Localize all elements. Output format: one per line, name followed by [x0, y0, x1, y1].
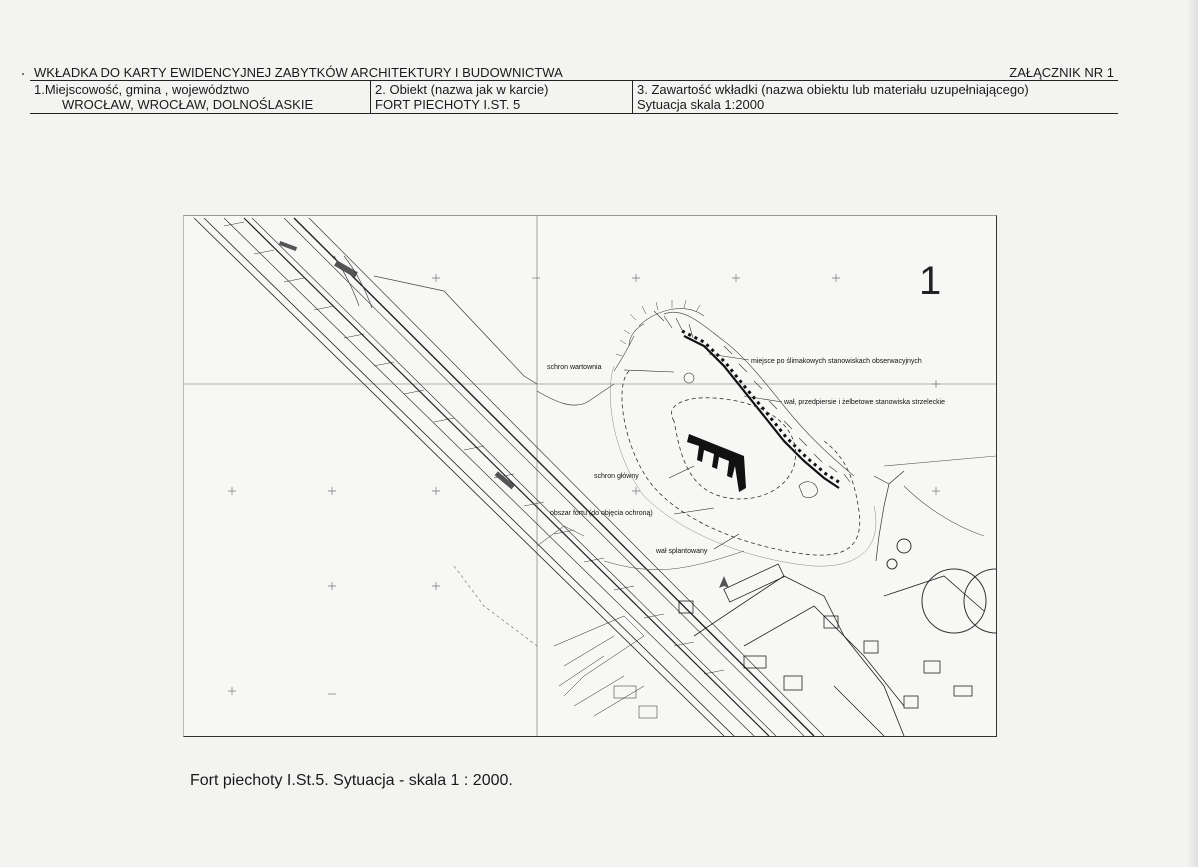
page-number-handwritten: 1 — [919, 259, 941, 303]
railway-ties — [223, 221, 725, 675]
fort-area-boundary — [621, 370, 861, 556]
header-top-row: WKŁADKA DO KARTY EWIDENCYJNEJ ZABYTKÓW A… — [30, 64, 1118, 81]
rampart-dashes — [681, 329, 843, 486]
grid-crosses — [228, 274, 940, 695]
field-object-label: 2. Obiekt (nazwa jak w karcie) — [375, 82, 549, 97]
label-miejsce-slimakowe: miejsce po ślimakowych stanowiskach obse… — [751, 358, 922, 365]
outer-earthwork — [613, 299, 705, 372]
field-object: 2. Obiekt (nazwa jak w karcie) FORT PIEC… — [370, 81, 632, 113]
label-wal-splantowany: wał splantowany — [655, 548, 708, 555]
field-object-value: FORT PIECHOTY I.ST. 5 — [375, 97, 521, 112]
fort-entrance — [873, 470, 905, 562]
south-dashed-path — [453, 565, 538, 647]
field-contents-label: 3. Zawartość wkładki (nazwa obiektu lub … — [637, 82, 1029, 97]
label-schron-glowny: schron główny — [594, 473, 639, 480]
field-location-value: WROCŁAW, WROCŁAW, DOLNOŚLASKIE — [62, 97, 314, 112]
south-path — [536, 525, 585, 547]
urban-blocks-left — [553, 615, 658, 719]
main-shelter — [687, 434, 746, 492]
north-arrow-icon — [719, 576, 729, 588]
header-form: WKŁADKA DO KARTY EWIDENCYJNEJ ZABYTKÓW A… — [30, 64, 1118, 114]
site-plan-drawing: schron wartownia miejsce po ślimakowych … — [184, 216, 996, 736]
rampart-line — [683, 335, 840, 489]
fort-area-boundary-outer — [610, 365, 877, 567]
site-plan-map: schron wartownia miejsce po ślimakowych … — [183, 215, 997, 737]
leveled-rampart-line — [603, 550, 745, 571]
railway-track — [193, 217, 825, 736]
crossing-road — [333, 255, 615, 406]
field-location: 1.Miejscowość, gmina , województwo WROCŁ… — [30, 81, 370, 113]
field-location-label: 1.Miejscowość, gmina , województwo — [34, 82, 250, 97]
fort-small-structures — [683, 372, 818, 498]
east-circles — [886, 538, 996, 634]
document-title: WKŁADKA DO KARTY EWIDENCYJNEJ ZABYTKÓW A… — [34, 65, 563, 80]
scan-dot — [22, 73, 24, 75]
figure-caption: Fort piechoty I.St.5. Sytuacja - skala 1… — [190, 772, 513, 789]
field-contents-value: Sytuacja skala 1:2000 — [637, 97, 765, 112]
label-obszar-fortu: obszar fortu (do objęcia ochroną) — [550, 510, 653, 517]
top-left-structures — [278, 241, 515, 490]
page-edge-shadow — [1186, 0, 1198, 867]
field-contents: 3. Zawartość wkładki (nazwa obiektu lub … — [632, 81, 1118, 113]
east-lines — [883, 455, 996, 537]
label-leaders — [623, 353, 783, 550]
annex-label: ZAŁĄCZNIK NR 1 — [1009, 65, 1114, 80]
label-wal-przedpiersie: wał, przedpiersie i żelbetowe stanowiska… — [783, 399, 945, 406]
header-fields: 1.Miejscowość, gmina , województwo WROCŁ… — [30, 81, 1118, 114]
label-schron-wartownia: schron wartownia — [547, 364, 602, 371]
inner-dashed-outline — [671, 397, 796, 500]
rampart-hatch — [653, 310, 855, 483]
urban-blocks — [678, 563, 985, 736]
